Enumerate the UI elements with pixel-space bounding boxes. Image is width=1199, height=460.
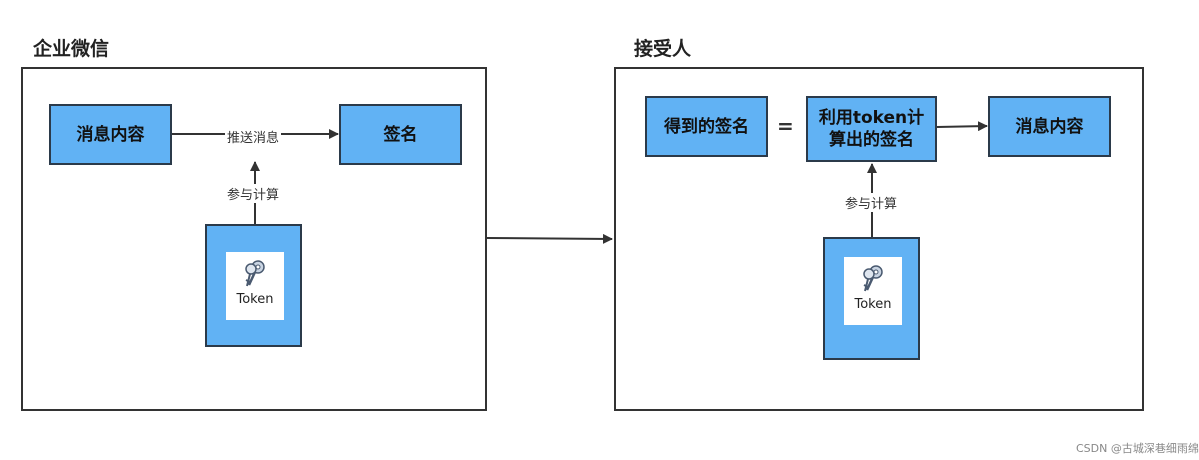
right-calc-label: 参与计算: [843, 193, 900, 212]
right-flow-arrow: [936, 121, 988, 132]
left-section-title: 企业微信: [33, 38, 110, 60]
key-icon: [245, 260, 265, 287]
equals-sign: =: [777, 114, 794, 138]
left-token-box: Token: [205, 224, 302, 347]
right-section-title: 接受人: [634, 38, 692, 60]
left-calc-label: 参与计算: [225, 184, 282, 203]
right-token-card: Token: [844, 257, 902, 325]
push-label: 推送消息: [225, 127, 282, 146]
right-message-box: 消息内容: [988, 96, 1111, 157]
right-token-label: Token: [854, 297, 892, 312]
computed-sign-box: 利用token计 算出的签名: [806, 96, 937, 162]
right-token-box: Token: [823, 237, 920, 360]
left-message-box: 消息内容: [49, 104, 172, 165]
left-sign-box: 签名: [339, 104, 462, 165]
computed-sign-line1: 利用token计: [818, 108, 925, 128]
left-token-card: Token: [226, 252, 284, 320]
computed-sign-line2: 算出的签名: [829, 130, 914, 150]
transfer-arrow: [486, 233, 613, 244]
watermark: CSDN @古城深巷细雨绵: [1076, 442, 1199, 455]
received-sign-box: 得到的签名: [645, 96, 768, 157]
left-token-label: Token: [236, 292, 274, 307]
key-icon: [863, 265, 883, 292]
